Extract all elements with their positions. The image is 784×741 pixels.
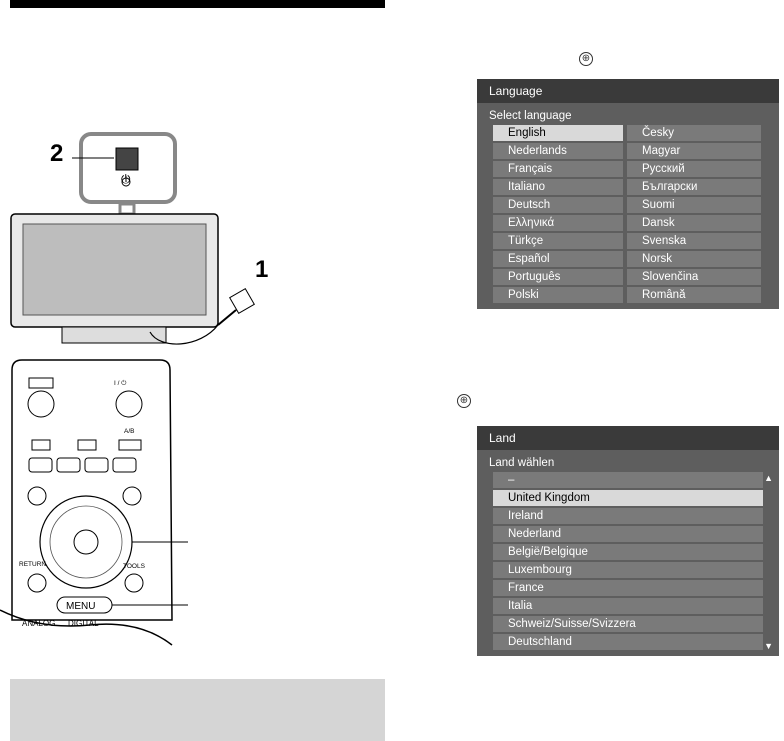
callout-1: 1 <box>255 256 269 283</box>
remote-ab-label: A/B <box>124 428 135 435</box>
country-option[interactable]: United Kingdom <box>493 490 763 506</box>
power-button-closeup <box>115 147 139 171</box>
remote-analog-label: ANALOG <box>22 619 56 628</box>
callout-2: 2 <box>50 140 64 167</box>
power-plug <box>229 288 255 314</box>
language-option[interactable]: Español <box>493 251 623 267</box>
language-option[interactable]: Italiano <box>493 179 623 195</box>
remote-menu-label: MENU <box>66 601 96 612</box>
language-option[interactable]: Български <box>627 179 761 195</box>
menu-title: Land <box>477 426 779 450</box>
country-option[interactable]: Ireland <box>493 508 763 524</box>
language-option[interactable]: Slovenčina <box>627 269 761 285</box>
language-option[interactable]: Nederlands <box>493 143 623 159</box>
power-callout-box <box>79 132 177 204</box>
menu-subtitle: Land wählen <box>489 457 555 469</box>
language-option[interactable]: Deutsch <box>493 197 623 213</box>
language-option[interactable]: Dansk <box>627 215 761 231</box>
section-header-bar <box>10 0 385 8</box>
language-option[interactable]: Česky <box>627 125 761 141</box>
language-option[interactable]: English <box>493 125 623 141</box>
tv-screen <box>22 223 207 316</box>
language-option[interactable]: Français <box>493 161 623 177</box>
enter-icon: ⊕ <box>457 394 471 408</box>
language-option[interactable]: Português <box>493 269 623 285</box>
remote-power-label: I / ⏻ <box>114 380 127 387</box>
country-option[interactable]: Deutschland <box>493 634 763 650</box>
note-box <box>10 679 385 741</box>
language-option[interactable]: Norsk <box>627 251 761 267</box>
language-option[interactable]: Suomi <box>627 197 761 213</box>
standby-icon: ⏻ <box>121 172 131 186</box>
menu-subtitle: Select language <box>489 110 572 122</box>
language-option[interactable]: Ελληνικά <box>493 215 623 231</box>
scroll-down-icon[interactable]: ▼ <box>764 641 773 651</box>
country-option[interactable]: – <box>493 472 763 488</box>
remote-tools-label: TOOLS <box>123 563 145 570</box>
tv-remote-illustration <box>0 132 255 646</box>
scroll-up-icon[interactable]: ▲ <box>764 473 773 483</box>
language-option[interactable]: Svenska <box>627 233 761 249</box>
country-option[interactable]: Italia <box>493 598 763 614</box>
language-option[interactable]: Magyar <box>627 143 761 159</box>
country-option[interactable]: België/Belgique <box>493 544 763 560</box>
country-option[interactable]: Luxembourg <box>493 562 763 578</box>
country-option[interactable]: France <box>493 580 763 596</box>
tv-stand <box>61 326 167 344</box>
language-option[interactable]: Türkçe <box>493 233 623 249</box>
enter-icon: ⊕ <box>579 52 593 66</box>
country-option[interactable]: Nederland <box>493 526 763 542</box>
menu-title: Language <box>477 79 779 103</box>
language-option[interactable]: Русский <box>627 161 761 177</box>
language-option[interactable]: Română <box>627 287 761 303</box>
remote-digital-label: DIGITAL <box>68 619 99 628</box>
remote-return-label: RETURN <box>19 561 47 568</box>
country-option[interactable]: Schweiz/Suisse/Svizzera <box>493 616 763 632</box>
language-option[interactable]: Polski <box>493 287 623 303</box>
